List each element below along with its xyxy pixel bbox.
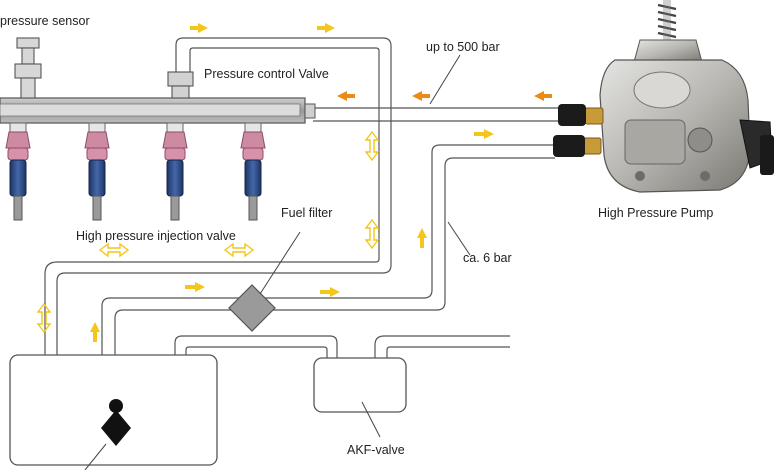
lp-arrow	[185, 282, 205, 292]
lp-arrow	[320, 287, 340, 297]
lp-arrow	[364, 218, 380, 250]
hp-arrow	[337, 91, 355, 101]
lp-arrow	[98, 242, 130, 258]
up-to-500-bar-label: up to 500 bar	[426, 40, 500, 54]
akf-leader	[361, 401, 381, 438]
injector-icon	[5, 122, 31, 221]
fuel-tank	[9, 354, 218, 470]
akf-pipe-c	[374, 335, 510, 358]
akf-valve	[313, 357, 407, 438]
feed-pipe-outer	[114, 157, 555, 355]
lp-arrow	[36, 302, 52, 334]
injectors	[5, 122, 266, 221]
lp-arrow	[474, 129, 494, 139]
pump-icon	[553, 0, 774, 193]
fuel-filter-icon	[228, 284, 276, 332]
high-pressure-pump-label: High Pressure Pump	[598, 206, 714, 220]
lp-arrow	[190, 23, 208, 33]
ca-6-bar-label: ca. 6 bar	[463, 251, 512, 265]
akf-pipe-d	[386, 346, 510, 358]
return-pipe-inner-left	[44, 261, 58, 355]
up-to-500-leader	[429, 54, 461, 105]
hp-arrow	[412, 91, 430, 101]
hp-arrow	[534, 91, 552, 101]
akf-pipe-a	[174, 335, 338, 358]
akf-valve-label: AKF-valve	[347, 443, 405, 457]
return-pipe-outer	[56, 37, 392, 355]
lp-arrow	[317, 23, 335, 33]
injection-valve-label: High pressure injection valve	[76, 229, 236, 243]
akf-pipe-b	[185, 346, 328, 358]
lp-arrow	[364, 130, 380, 162]
lp-arrow	[417, 228, 427, 248]
pressure-control-valve-label: Pressure control Valve	[204, 67, 329, 81]
feed-pipe-inner	[101, 144, 555, 355]
pressure-control-valve	[167, 71, 194, 99]
lp-arrow	[90, 322, 100, 342]
lp-arrow	[223, 242, 255, 258]
return-pipe-inner	[57, 47, 380, 263]
ca-6-bar-leader	[447, 221, 471, 256]
fuel-filter-leader	[259, 231, 301, 295]
injector-icon	[84, 122, 110, 221]
injector-icon	[240, 122, 266, 221]
injector-icon	[162, 122, 188, 221]
float-icon	[101, 399, 131, 446]
pipes	[44, 37, 560, 358]
flow-arrows	[36, 23, 552, 342]
tank-leader	[84, 443, 107, 470]
pressure-sensor	[14, 37, 42, 99]
fuel-rail	[0, 97, 316, 124]
fuel-filter-label: Fuel filter	[281, 206, 333, 220]
pressure-sensor-label: pressure sensor	[0, 14, 90, 28]
